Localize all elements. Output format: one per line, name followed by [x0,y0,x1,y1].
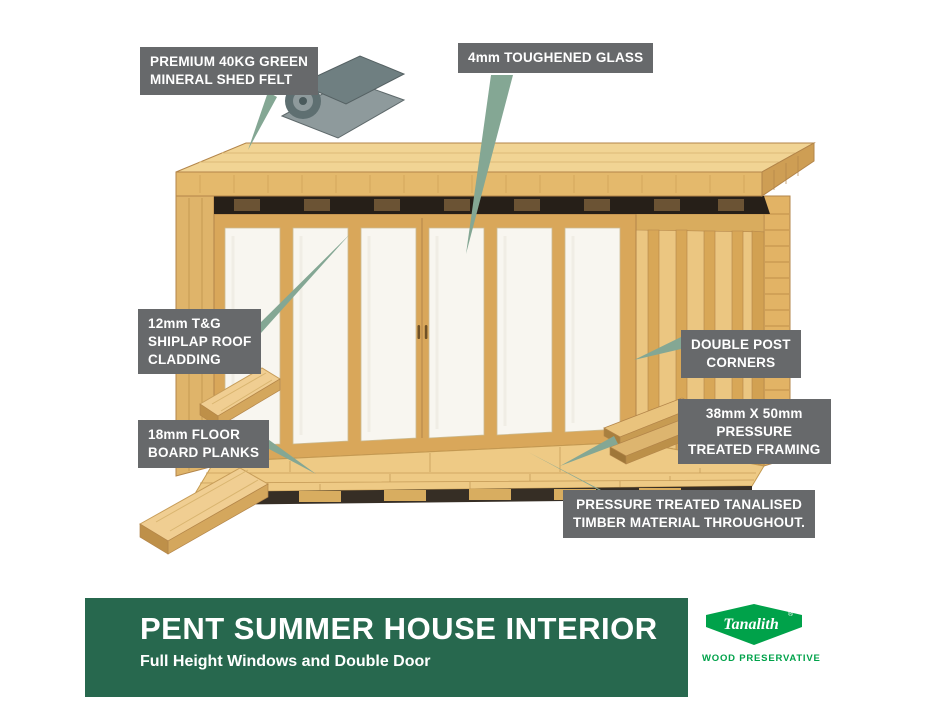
label-line: TREATED FRAMING [688,441,821,457]
floor-plank-image [139,467,270,555]
pointer-shiplap [252,234,350,343]
label-line: 4mm TOUGHENED GLASS [468,50,644,65]
label-line: 12mm T&G [148,316,221,331]
tanalith-logo-panel: Tanalith ® WOOD PRESERVATIVE [688,598,940,697]
label-line: PRESSURE [716,423,793,439]
tanalith-shield-logo: Tanalith ® [706,604,802,645]
pointer-lines [248,75,681,495]
door-handle [417,325,421,339]
banner-text: PENT SUMMER HOUSE INTERIOR Full Height W… [140,611,658,671]
label-line: SHIPLAP ROOF [148,333,252,349]
roof-rafters [214,196,770,214]
label-line: DOUBLE POST [691,337,791,352]
label-line: TIMBER MATERIAL THROUGHOUT. [573,514,806,530]
callout-shiplap-cladding: 12mm T&G SHIPLAP ROOF CLADDING [138,309,262,375]
glass-panel [428,227,485,439]
callout-shed-felt: PREMIUM 40KG GREEN MINERAL SHED FELT [140,47,319,95]
pointer-toughened-glass [466,75,513,254]
pointer-floor-planks [254,429,316,474]
glass-panel [360,227,417,442]
callout-toughened-glass: 4mm TOUGHENED GLASS [458,43,654,73]
label-line: PREMIUM 40KG GREEN [150,54,309,69]
label-line: CLADDING [148,351,221,367]
pointer-treated [528,452,608,495]
bottom-banner: PENT SUMMER HOUSE INTERIOR Full Height W… [85,598,940,697]
callout-treated-framing: 38mm X 50mm PRESSURE TREATED FRAMING [678,399,831,465]
product-title: PENT SUMMER HOUSE INTERIOR [140,611,658,646]
label-line: 18mm FLOOR [148,427,241,442]
pointer-corners [634,337,681,360]
callout-double-post-corners: DOUBLE POST CORNERS [681,330,801,378]
label-line: 38mm X 50mm [705,406,803,421]
pointer-framing [560,436,618,466]
callout-tanalised-timber: PRESSURE TREATED TANALISED TIMBER MATERI… [563,490,816,538]
glass-panel [496,227,553,436]
roof [175,142,816,197]
product-subtitle: Full Height Windows and Double Door [140,653,431,670]
door-handle [424,325,428,339]
shield-shape [706,604,802,645]
front-glazing [213,213,637,463]
pointer-shed-felt [248,92,277,150]
tanalith-brand-text: Tanalith [723,616,779,633]
registered-mark: ® [788,610,794,618]
label-line: PRESSURE TREATED TANALISED [576,497,803,512]
label-line: BOARD PLANKS [148,444,260,460]
tanalith-tagline: WOOD PRESERVATIVE [702,653,821,664]
callout-floor-boards: 18mm FLOOR BOARD PLANKS [138,420,270,468]
label-line: MINERAL SHED FELT [150,71,293,87]
label-line: CORNERS [706,354,776,370]
